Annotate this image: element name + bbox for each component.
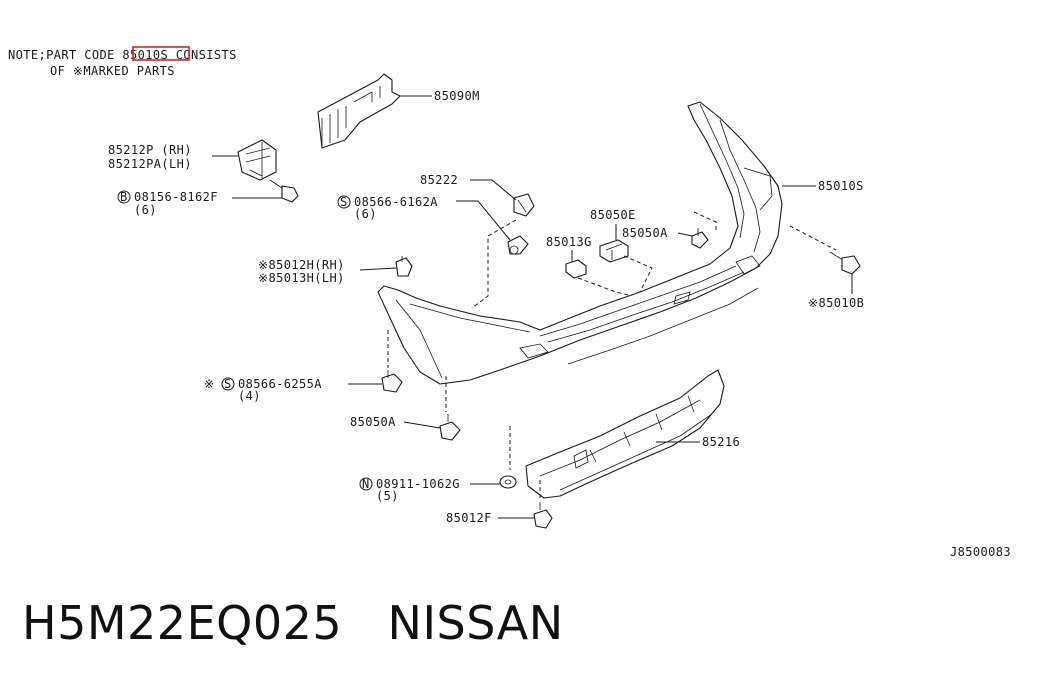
note-part-code: 85010S [122,48,175,62]
n-mark-letter: N [362,477,370,491]
screw-85010b[interactable] [829,251,861,275]
screw-08566-6162a[interactable] [507,235,529,255]
b-mark-letter: B [120,190,128,204]
label-08566-6162a: 08566-6162A [354,195,438,209]
bracket-85090m[interactable] [317,73,401,149]
footer-part-number: H5M22EQ025 [22,596,343,650]
label-85012f: 85012F [446,511,492,525]
under-panel-85216[interactable] [525,369,725,499]
label-85012h: ※85012H(RH) [258,258,345,272]
label-08911-qty: (5) [376,489,399,503]
n-mark-icon [359,477,373,491]
note-line-2: OF ※MARKED PARTS [50,64,175,78]
s-mark-icon-1 [337,195,351,209]
bracket-85050e[interactable] [599,239,629,263]
label-85216: 85216 [702,435,740,449]
label-85013g: 85013G [546,235,592,249]
label-85013h: ※85013H(LH) [258,271,345,285]
s-mark-icon-2 [221,377,235,391]
clip-85012h[interactable] [395,256,413,277]
label-08156-qty: (6) [134,203,157,217]
bolt-08156[interactable] [269,179,299,203]
note-code-highlight [132,46,190,61]
s-mark-letter-2: S [224,377,232,391]
label-85050a-top: 85050A [622,226,668,240]
label-08911: 08911-1062G [376,477,460,491]
label-08566-6255a: 08566-6255A [238,377,322,391]
clip-85050a-bottom[interactable] [439,414,461,441]
label-85010s: 85010S [818,179,864,193]
b-mark-icon [117,190,131,204]
label-08566-6162a-qty: (6) [354,207,377,221]
screw-08566-6255a[interactable] [381,370,403,393]
note-line-1: NOTE;PART CODE 85010S CONSISTS [8,48,237,62]
label-85090m: 85090M [434,89,480,103]
footer-caption: H5M22EQ025 NISSAN [22,596,564,650]
nut-08911[interactable] [499,475,517,489]
clip-85222[interactable] [513,193,535,217]
label-85212pa: 85212PA(LH) [108,157,192,171]
label-08156: 08156-8162F [134,190,218,204]
label-85010b: ※85010B [808,296,864,310]
label-08566-6255a-qty: (4) [238,389,261,403]
drawing-number: J8500083 [950,545,1011,559]
pad-85013g[interactable] [565,259,587,279]
asterisk-mark: ※ [204,377,214,391]
bumper-fascia-85010s[interactable] [377,101,783,385]
label-85222: 85222 [420,173,458,187]
label-85050e: 85050E [590,208,636,222]
label-85050a-bottom: 85050A [350,415,396,429]
clip-85012f[interactable] [533,502,553,529]
footer-brand: NISSAN [387,596,564,650]
bracket-85212p[interactable] [237,139,277,181]
label-85212p: 85212P (RH) [108,143,192,157]
s-mark-letter-1: S [340,195,348,209]
clip-85050a-top[interactable] [691,228,709,249]
